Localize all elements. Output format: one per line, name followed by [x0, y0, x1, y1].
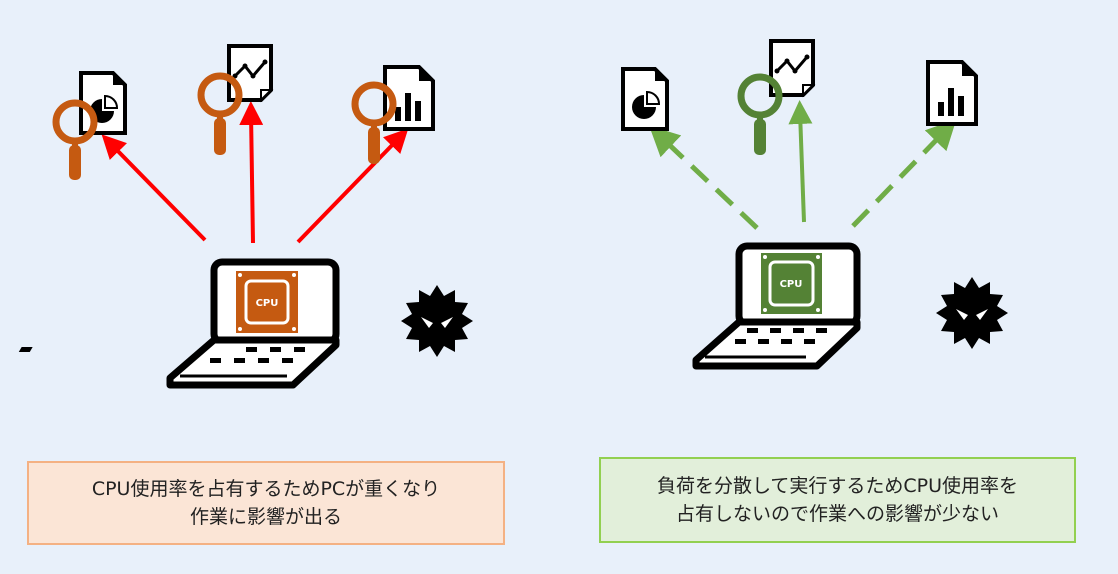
- arrow-to-pie-doc: [101, 134, 207, 242]
- magnifier-icon: [52, 99, 98, 180]
- magnifier-icon: [351, 81, 397, 164]
- left-caption-box: CPU使用率を占有するためPCが重くなり 作業に影響が出る: [27, 461, 505, 545]
- right-panel: CPU: [621, 39, 1008, 370]
- left-panel: CPU: [18, 44, 473, 389]
- pie-chart-document-icon: [621, 67, 669, 131]
- pie-chart-document-icon: [79, 71, 127, 135]
- arrow-to-line-doc: [239, 101, 264, 244]
- virus-icon: [401, 285, 473, 357]
- caption-line: 占有しないので作業への影響が少ない: [675, 503, 999, 525]
- arrow-to-pie-doc: [649, 125, 759, 230]
- arrow-to-line-doc: [788, 100, 813, 223]
- caption-line: 負荷を分散して実行するためCPU使用率を: [656, 475, 1019, 497]
- cpu-chip-icon: CPU: [236, 271, 298, 333]
- virus-icon: [936, 277, 1008, 349]
- cpu-label: CPU: [256, 298, 279, 309]
- caption-line: CPU使用率を占有するためPCが重くなり: [91, 478, 441, 500]
- cpu-label: CPU: [780, 279, 803, 290]
- arrow-to-bar-doc: [851, 119, 957, 228]
- cpu-chip-icon: CPU: [761, 253, 822, 314]
- bar-chart-document-icon: [926, 60, 978, 126]
- magnifier-icon: [737, 73, 783, 155]
- caption-line: 作業に影響が出る: [189, 506, 342, 528]
- arrow-to-bar-doc: [296, 128, 409, 244]
- magnifier-icon: [197, 72, 243, 155]
- right-caption-box: 負荷を分散して実行するためCPU使用率を 占有しないので作業への影響が少ない: [599, 457, 1076, 543]
